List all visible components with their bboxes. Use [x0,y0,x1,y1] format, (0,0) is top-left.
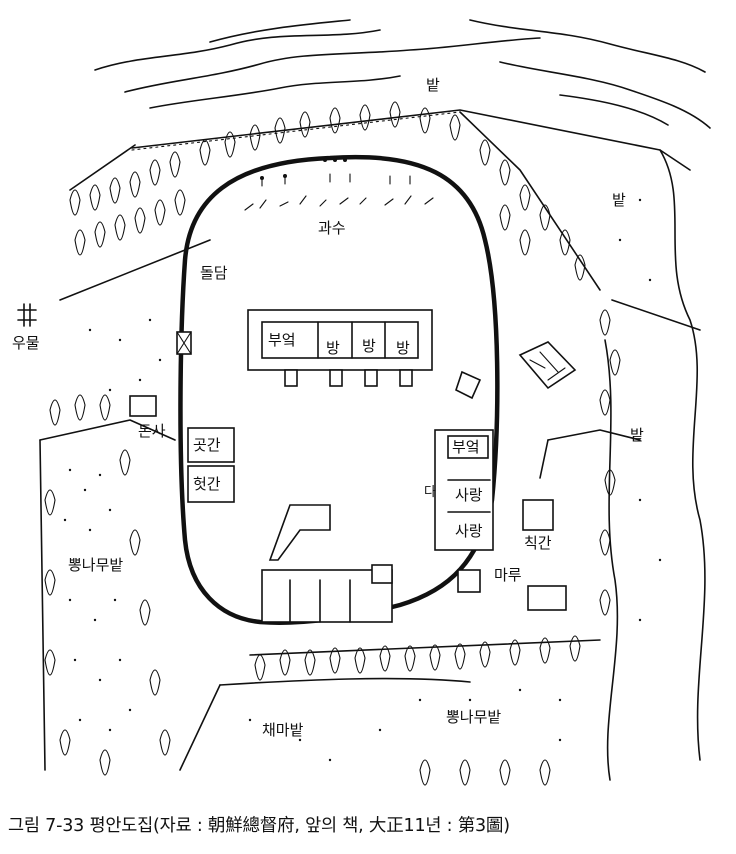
tree-rows [44,101,621,786]
field-dots [63,198,662,762]
label-bat-right-mid: 밭 [630,426,644,444]
diamond-shed [455,370,482,400]
label-mulberry-left: 뽕나무밭 [68,556,123,574]
label-storehouse: 곳간 [193,436,221,454]
label-main-room-2: 방 [362,337,376,355]
label-sarang-1: 사랑 [455,486,483,504]
hill-contour-lines [94,19,711,129]
storehouse-building [187,427,235,463]
label-orchard: 과수 [318,219,346,237]
label-bat-right-top: 밭 [612,191,626,209]
site-plan-drawing: 밭 밭 밭 과수 돌담 우물 돈사 곳간 헛간 뽕나무밭 뽕나무밭 채마밭 칙간… [12,19,711,786]
small-shed [527,585,567,611]
pigsty-building [129,395,157,417]
label-side-mark: 다 [424,485,436,500]
label-bat-top: 밭 [426,76,440,94]
label-pigsty: 돈사 [138,422,166,440]
map-labels: 밭 밭 밭 과수 돌담 우물 돈사 곳간 헛간 뽕나무밭 뽕나무밭 채마밭 칙간… [12,76,644,739]
label-stone-wall: 돌담 [200,264,228,282]
label-toilet: 칙간 [524,534,552,552]
label-mulberry-right: 뽕나무밭 [446,708,501,726]
label-main-room-3: 방 [396,339,410,357]
label-main-kitchen: 부엌 [268,331,296,349]
label-well: 우물 [12,334,40,352]
side-house [434,429,494,593]
gate-marker [176,331,192,355]
barn-building [187,465,235,503]
label-maru: 마루 [494,566,522,584]
toilet-building [522,499,554,531]
label-vegetable-field: 채마밭 [262,721,304,739]
lower-building [261,504,393,623]
ruined-building [518,341,577,390]
label-barn: 헛간 [193,475,221,493]
label-side-kitchen: 부엌 [452,438,480,456]
figure-caption: 그림 7-33 평안도집(자료 : 朝鮮總督府, 앞의 책, 大正11년 : 第… [8,816,510,836]
well-symbol [17,303,37,327]
main-house [247,309,433,387]
label-sarang-2: 사랑 [455,522,483,540]
label-main-room-1: 방 [326,339,340,357]
field-boundaries [39,109,706,781]
